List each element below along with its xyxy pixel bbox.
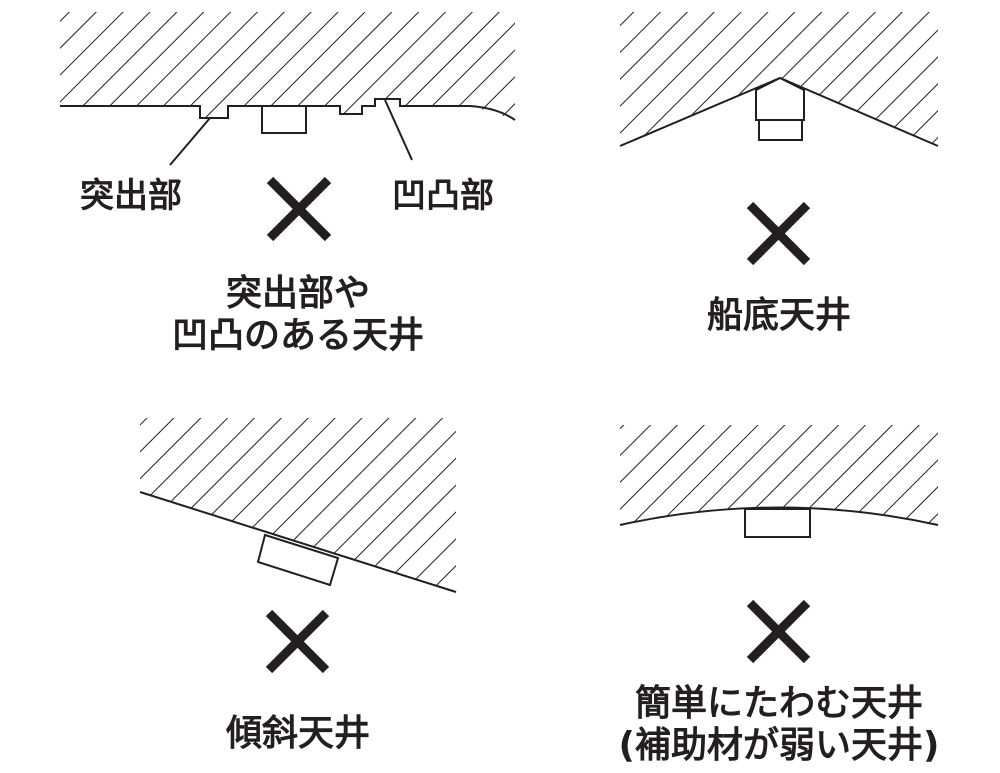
cross-mark: [746, 599, 811, 664]
detector-box: [758, 119, 803, 141]
detector-mount: [755, 76, 805, 121]
panel-boat-bottom-ceiling: 船底天井: [619, 12, 939, 336]
panel-caption-line-2: 凹凸のある天井: [172, 315, 424, 356]
panel-caption-line-1: 傾斜天井: [225, 713, 370, 754]
ceiling-hatch: [620, 425, 938, 525]
callout-unevenness: 凹凸部: [392, 176, 494, 216]
panel-caption-line-1: 簡単にたわむ天井: [635, 683, 923, 724]
detector-box: [744, 508, 811, 538]
ceiling-surface-line: [619, 506, 939, 526]
cross-mark: [746, 201, 811, 266]
cross-mark: [265, 609, 330, 674]
panel-sloped-ceiling: 傾斜天井: [139, 418, 457, 754]
callout-protrusion: 突出部: [80, 176, 182, 216]
panel-caption-line-2: (補助材が弱い天井): [619, 725, 940, 766]
ceiling-surface-line: [139, 491, 457, 593]
ceiling-surface-line: [60, 98, 470, 119]
callout-leader-protrusion: [169, 117, 211, 166]
panel-sagging-ceiling: 簡単にたわむ天井 (補助材が弱い天井): [619, 425, 940, 766]
panel-caption-line-1: 突出部や: [226, 273, 370, 314]
ceiling-curve: [469, 105, 516, 121]
panel-caption-line-1: 船底天井: [707, 295, 851, 336]
detector-box: [256, 533, 340, 587]
detector-box: [261, 105, 307, 134]
callout-leader-unevenness: [384, 99, 413, 161]
ceiling-hatch: [60, 12, 515, 120]
cross-mark: [266, 176, 332, 242]
panel-uneven-ceiling: 突出部 凹凸部 突出部や 凹凸のある天井: [60, 12, 516, 356]
